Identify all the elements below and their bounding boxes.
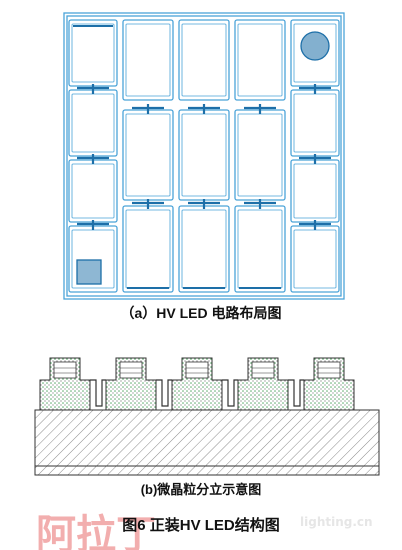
bridge-connector-2 bbox=[77, 220, 109, 230]
chip-cell-9 bbox=[178, 205, 230, 293]
chip-cell-inner-7 bbox=[181, 23, 227, 97]
chip-cell-inner-10 bbox=[237, 23, 283, 97]
bridge-connector-7 bbox=[244, 104, 276, 114]
bond-pad-square bbox=[76, 259, 102, 285]
chip-cell-5 bbox=[122, 109, 174, 201]
chip-cell-inner-15 bbox=[293, 163, 337, 219]
hv-led-layout-diagram bbox=[63, 12, 345, 300]
isolation-trench-2 bbox=[222, 379, 238, 407]
chip-cell-15 bbox=[290, 159, 340, 223]
chip-cell-0 bbox=[68, 19, 118, 87]
chip-cell-11 bbox=[234, 109, 286, 201]
figure-caption: 图6 正装HV LED结构图 bbox=[122, 517, 280, 534]
bridge-connector-8 bbox=[244, 199, 276, 209]
chip-cell-inner-13 bbox=[293, 23, 337, 83]
epi-stack-0 bbox=[53, 361, 77, 379]
layout-outer-frame bbox=[63, 12, 345, 300]
chip-cell-inner-8 bbox=[181, 113, 227, 197]
chip-cell-inner-16 bbox=[293, 229, 337, 289]
bridge-connector-11 bbox=[299, 220, 331, 230]
bond-pad-circle bbox=[300, 31, 330, 61]
chip-cell-inner-1 bbox=[71, 93, 115, 153]
layout-inner-frame bbox=[66, 15, 342, 297]
chip-mesa-4 bbox=[303, 357, 355, 411]
substrate-base-layer bbox=[34, 465, 380, 476]
chip-cell-6 bbox=[122, 205, 174, 293]
chip-cell-inner-5 bbox=[125, 113, 171, 197]
bridge-connector-3 bbox=[132, 104, 164, 114]
bridge-connector-10 bbox=[299, 154, 331, 164]
epi-stack-3 bbox=[251, 361, 275, 379]
aladdin-watermark-logo: 阿拉丁 bbox=[36, 512, 156, 550]
epi-stack-4 bbox=[317, 361, 341, 379]
bridge-connector-0 bbox=[77, 84, 109, 94]
isolation-trench-0 bbox=[90, 379, 106, 407]
chip-cell-inner-4 bbox=[125, 23, 171, 97]
chip-cell-inner-9 bbox=[181, 209, 227, 289]
chip-cell-2 bbox=[68, 159, 118, 223]
chip-cell-10 bbox=[234, 19, 286, 101]
chip-cell-8 bbox=[178, 109, 230, 201]
chip-cell-inner-6 bbox=[125, 209, 171, 289]
micro-chip-cross-section bbox=[34, 357, 380, 476]
caption-a: （a）HV LED 电路布局图 bbox=[120, 305, 282, 321]
bridge-connector-1 bbox=[77, 154, 109, 164]
isolation-trench-1 bbox=[156, 379, 172, 407]
chip-cell-7 bbox=[178, 19, 230, 101]
caption-b: (b)微晶粒分立示意图 bbox=[140, 482, 262, 497]
chip-cell-inner-0 bbox=[71, 23, 115, 83]
chip-cell-12 bbox=[234, 205, 286, 293]
chip-cell-inner-12 bbox=[237, 209, 283, 289]
substrate bbox=[34, 409, 380, 467]
bridge-connector-4 bbox=[132, 199, 164, 209]
chip-mesa-2 bbox=[171, 357, 223, 411]
chip-cell-1 bbox=[68, 89, 118, 157]
chip-mesa-0 bbox=[39, 357, 91, 411]
svg-text:阿拉丁: 阿拉丁 bbox=[36, 512, 156, 550]
epi-stack-1 bbox=[119, 361, 143, 379]
isolation-trench-3 bbox=[288, 379, 304, 407]
chip-cell-inner-14 bbox=[293, 93, 337, 153]
bridge-connector-6 bbox=[188, 199, 220, 209]
chip-mesa-1 bbox=[105, 357, 157, 411]
epi-stack-2 bbox=[185, 361, 209, 379]
bridge-connector-5 bbox=[188, 104, 220, 114]
chip-cell-inner-11 bbox=[237, 113, 283, 197]
chip-cell-14 bbox=[290, 89, 340, 157]
chip-cell-16 bbox=[290, 225, 340, 293]
watermark-site-text: lighting.cn bbox=[300, 515, 373, 529]
chip-cell-4 bbox=[122, 19, 174, 101]
chip-mesa-3 bbox=[237, 357, 289, 411]
chip-cell-inner-2 bbox=[71, 163, 115, 219]
bridge-connector-9 bbox=[299, 84, 331, 94]
